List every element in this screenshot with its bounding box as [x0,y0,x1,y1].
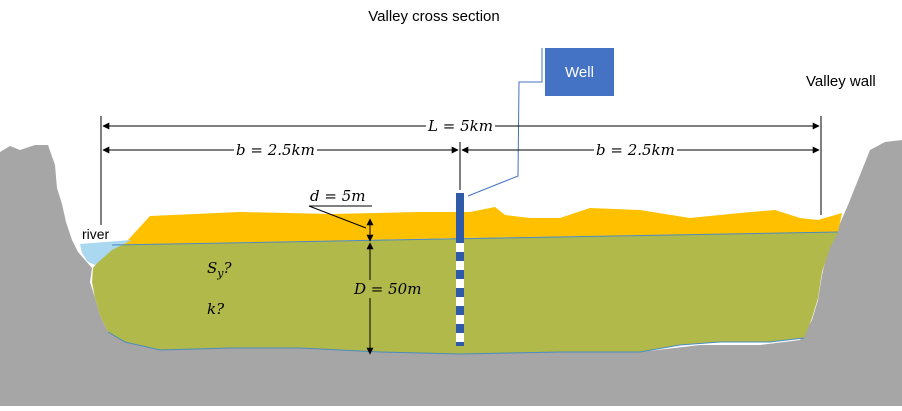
sy-question: ? [223,259,232,277]
conductivity-unknown: k? [207,300,225,318]
dimension-b-right-label: b = 2.5km [594,141,677,159]
well-screen-segment [456,261,464,270]
dimension-d-leader [308,205,367,229]
well-screen-segment [456,270,464,279]
dimension-b-left-label: b = 2.5km [234,141,317,159]
well-screen-segment [456,333,464,342]
well-screen-segment [456,252,464,261]
dimension-d-label: d = 5m [310,187,366,205]
well-screen [456,243,464,346]
well-label: Well [565,63,594,81]
unsaturated-zone [112,207,842,245]
well-screen-segment [456,243,464,252]
well-screen-segment [456,279,464,288]
well-screen-segment [456,324,464,333]
well-screen-segment [456,288,464,297]
dimension-D-label: D = 50m [354,280,422,298]
well-screen-segment [456,306,464,315]
well-casing [456,193,464,243]
well-screen-segment [456,315,464,324]
valley-rock [0,140,902,406]
well-callout-line [467,48,543,197]
river [80,240,132,265]
diagram-title: Valley cross section [368,8,500,25]
well-label-box: Well [545,48,614,96]
well-screen-segment [456,342,464,346]
aquifer-base-line [107,331,805,355]
valley-wall-label: Valley wall [806,73,876,90]
dimension-L-label: L = 5km [426,117,495,135]
saturated-aquifer [92,232,838,354]
water-table-line [111,231,839,246]
sy-base: S [207,259,218,277]
sy-subscript: y [217,267,224,280]
specific-yield-unknown: Sy? [207,259,232,280]
well-screen-segment [456,297,464,306]
river-label: river [82,226,110,242]
